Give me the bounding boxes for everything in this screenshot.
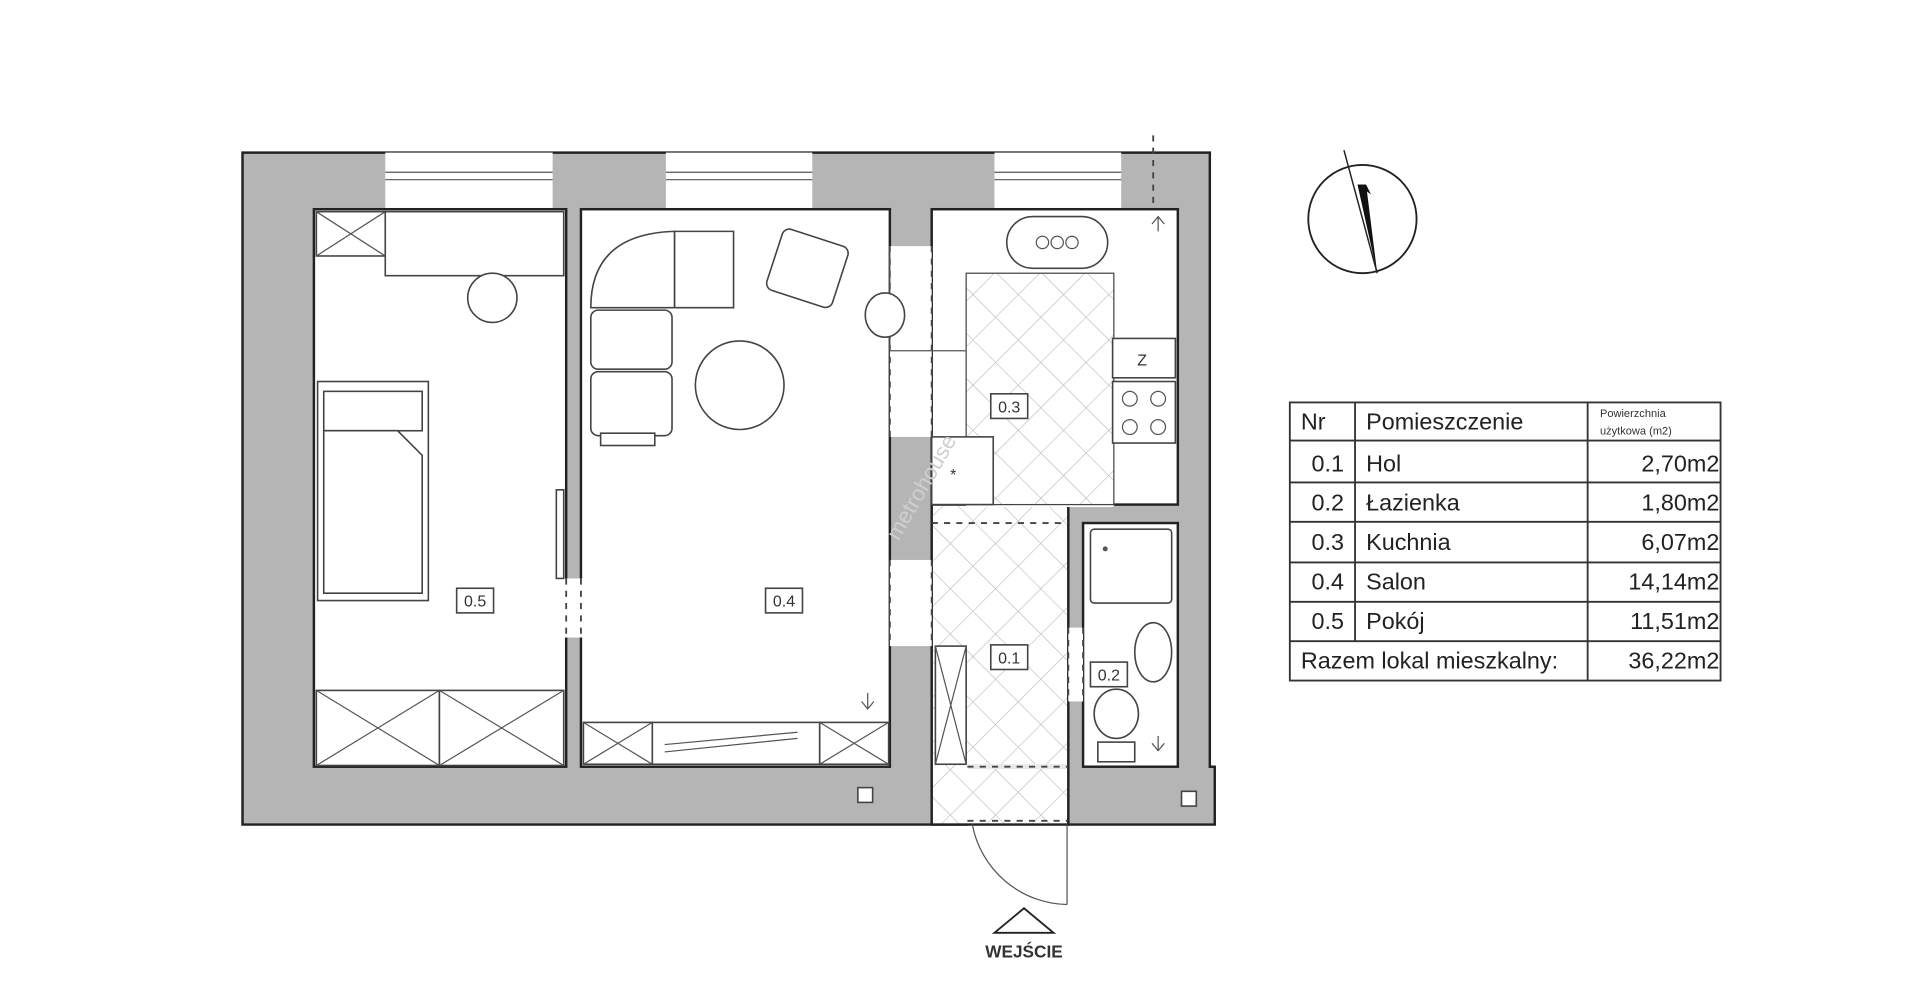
row-room: Salon	[1366, 568, 1426, 594]
windows	[385, 152, 1122, 210]
table-row: 0.4 Salon 14,14m2	[1311, 568, 1719, 594]
table-row: 0.5 Pokój 11,51m2	[1311, 608, 1719, 634]
room-label-0-3: 0.3	[998, 399, 1020, 416]
row-area: 6,07m2	[1641, 529, 1719, 555]
table-row: 0.2 Łazienka 1,80m2	[1311, 490, 1719, 516]
svg-text:*: *	[950, 467, 956, 484]
table-row: 0.1 Hol 2,70m2	[1311, 450, 1719, 476]
row-room: Kuchnia	[1366, 529, 1450, 555]
total-area: 36,22m2	[1628, 647, 1719, 673]
row-nr: 0.1	[1311, 450, 1344, 476]
furniture-hol-lazienka	[857, 528, 1198, 807]
room-labels: 0.1 0.2 0.3 0.4 0.5	[455, 393, 1129, 688]
room-label-0-1: 0.1	[998, 650, 1020, 667]
room-label-0-5: 0.5	[464, 594, 486, 611]
row-nr: 0.4	[1311, 568, 1344, 594]
row-room: Hol	[1366, 450, 1401, 476]
row-room: Łazienka	[1366, 490, 1460, 516]
header-nr: Nr	[1301, 409, 1326, 435]
furniture-kuchnia: Z *	[930, 215, 1177, 506]
entrance-door: WEJŚCIE	[971, 824, 1068, 961]
room-label-0-4: 0.4	[773, 594, 795, 611]
row-nr: 0.3	[1311, 529, 1344, 555]
fridge-mark: Z	[1137, 353, 1147, 370]
room-label-0-2: 0.2	[1098, 668, 1120, 685]
entrance-label: WEJŚCIE	[985, 941, 1063, 961]
total-label: Razem lokal mieszkalny:	[1301, 647, 1558, 673]
header-area-1: Powierzchnia	[1600, 408, 1667, 420]
row-nr: 0.5	[1311, 608, 1344, 634]
furniture-salon	[582, 228, 906, 766]
row-area: 1,80m2	[1641, 490, 1719, 516]
header-room: Pomieszczenie	[1366, 409, 1523, 435]
area-table: Nr Pomieszczenie Powierzchnia użytkowa (…	[1288, 401, 1722, 682]
row-area: 2,70m2	[1641, 450, 1719, 476]
table-row: 0.3 Kuchnia 6,07m2	[1311, 529, 1719, 555]
entrance-arrow-icon	[991, 907, 1057, 934]
row-nr: 0.2	[1311, 490, 1344, 516]
row-room: Pokój	[1366, 608, 1424, 634]
header-area-2: użytkowa (m2)	[1600, 425, 1672, 437]
furniture-pokoj	[315, 210, 565, 767]
row-area: 11,51m2	[1630, 608, 1719, 634]
row-area: 14,14m2	[1628, 568, 1719, 594]
north-arrow-icon	[1307, 149, 1418, 275]
